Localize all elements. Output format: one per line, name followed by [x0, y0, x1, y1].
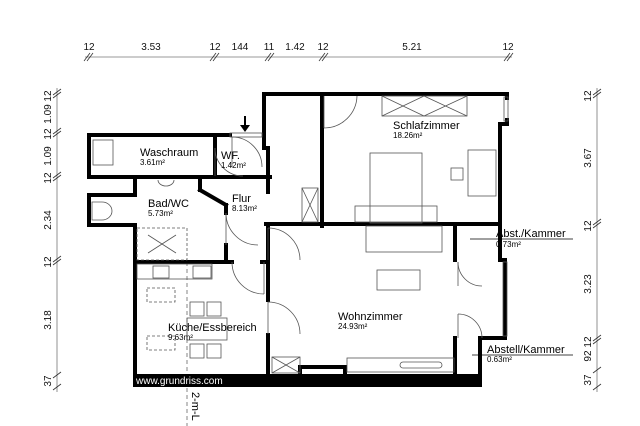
dim-label: 1.09 [43, 146, 54, 166]
dim-label: 12 [317, 42, 329, 53]
dim-label: 12 [583, 90, 594, 102]
room-abstell-kammer: Abstell/Kammer 0.63m² [472, 344, 573, 364]
room-bad-wc: Bad/WC 5.73m² [148, 198, 189, 218]
dim-label: 12 [43, 128, 54, 140]
room-name: Küche/Essbereich [168, 322, 257, 334]
dim-label: 144 [232, 42, 249, 53]
room-wohnzimmer: Wohnzimmer 24.93m² [338, 311, 403, 331]
room-labels: Waschraum 3.61m² WF. 1.42m² Bad/WC 5.73m… [140, 120, 573, 364]
room-name: Schlafzimmer [393, 120, 460, 132]
room-area: 5.73m² [148, 209, 173, 218]
dim-label: 5.21 [402, 42, 422, 53]
room-abst-kammer: Abst./Kammer 0.73m² [470, 228, 573, 249]
dim-label: 1.42 [285, 42, 305, 53]
dim-label: 92 [583, 350, 594, 362]
dim-label: 11 [264, 42, 275, 53]
room-name: Abst./Kammer [496, 228, 566, 240]
furniture [91, 95, 497, 374]
room-area: 9.63m² [168, 333, 193, 342]
dim-label: 3.53 [141, 42, 161, 53]
room-kueche-essbereich: Küche/Essbereich 9.63m² [168, 322, 257, 342]
room-schlafzimmer: Schlafzimmer 18.26m² [393, 120, 460, 140]
dim-label: 3.23 [583, 274, 594, 294]
room-area: 3.61m² [140, 158, 165, 167]
exterior-wall-bottom [133, 374, 482, 387]
room-name: Flur [232, 193, 251, 205]
section-marker: 2-m-L [189, 392, 201, 421]
dim-label: 12 [583, 336, 594, 348]
room-name: Bad/WC [148, 198, 189, 210]
dim-label: 37 [583, 374, 594, 386]
room-area: 24.93m² [338, 322, 368, 331]
watermark: www.grundriss.com [135, 376, 223, 387]
dim-label: 37 [43, 375, 54, 387]
dim-label: 12 [583, 220, 594, 232]
room-name: Wohnzimmer [338, 311, 403, 323]
dim-label: 12 [502, 42, 514, 53]
walls [87, 92, 509, 387]
dim-label: 3.67 [583, 148, 594, 168]
room-area: 18.26m² [393, 131, 423, 140]
dim-label: 12 [209, 42, 221, 53]
dimension-left: 12 1.09 12 1.09 12 2.34 12 3.18 37 [43, 88, 62, 392]
dim-label: 12 [83, 42, 95, 53]
room-name: WF. [221, 150, 240, 162]
room-wf: WF. 1.42m² [221, 150, 246, 170]
doors [214, 95, 483, 339]
dim-label: 2.34 [43, 210, 54, 230]
room-flur: Flur 8.13m² [232, 193, 257, 213]
room-waschraum: Waschraum 3.61m² [140, 147, 198, 167]
room-name: Abstell/Kammer [487, 344, 565, 356]
dimension-top: 12 3.53 12 144 11 1.42 12 5.21 12 [83, 42, 514, 62]
dim-label: 12 [43, 172, 54, 184]
room-area: 0.73m² [496, 240, 521, 249]
dim-label: 1.09 [43, 104, 54, 124]
dim-label: 3.18 [43, 310, 54, 330]
room-name: Waschraum [140, 147, 198, 159]
room-area: 0.63m² [487, 355, 512, 364]
dim-label: 12 [43, 90, 54, 102]
dimension-right: 12 3.67 12 3.23 12 92 37 [583, 88, 602, 392]
windows [229, 96, 509, 337]
room-area: 8.13m² [232, 204, 257, 213]
dim-label: 12 [43, 256, 54, 268]
room-area: 1.42m² [221, 161, 246, 170]
arrow-down-icon [240, 116, 250, 132]
